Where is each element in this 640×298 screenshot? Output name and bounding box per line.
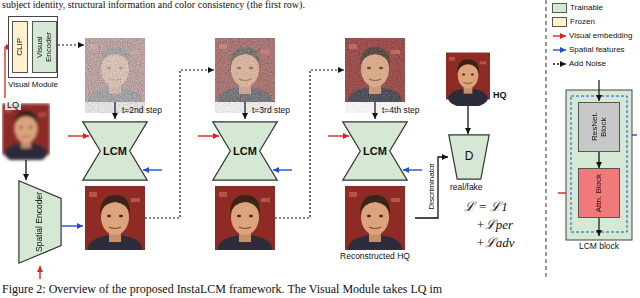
connector <box>25 160 26 180</box>
discriminator-trapezoid: D <box>448 134 490 180</box>
legend-row: Trainable <box>552 2 603 14</box>
node-text: D <box>465 150 474 164</box>
flow-arrow <box>374 102 375 119</box>
noisy-image <box>345 38 405 113</box>
legend-line-sample <box>552 45 567 55</box>
flow-arrow <box>598 218 599 236</box>
noise-arrow <box>58 44 84 45</box>
shape-fill <box>449 135 489 179</box>
node-text: Visual Encoder <box>35 23 53 71</box>
connector <box>415 157 448 218</box>
legend-row: Add Noise <box>552 58 606 70</box>
step-label: t=3rd step <box>252 106 290 116</box>
flow-arrow <box>598 80 599 101</box>
encoder-box: Visual Encoder <box>32 21 57 73</box>
connector <box>598 152 599 168</box>
block-group: LCM block ResNet. BlockAttn. Block <box>566 90 632 254</box>
node-text: HQ <box>493 90 507 100</box>
flow-arrows <box>58 45 375 218</box>
panel-separator <box>546 0 547 278</box>
spatial-arrow <box>403 169 422 170</box>
noise-arrow <box>275 70 344 218</box>
shape-fill <box>19 181 61 263</box>
flow-arrow <box>244 102 245 119</box>
embedding-arrow <box>39 266 40 279</box>
noisy-image <box>215 38 275 113</box>
legend-line-sample <box>552 31 567 41</box>
caption-fragment: subject identity, structural information… <box>2 0 305 11</box>
node-text: ResNet. Block <box>590 104 608 150</box>
spatial-arrow <box>273 169 292 170</box>
step-label: t=4th step <box>382 106 420 116</box>
block-frame <box>566 90 632 240</box>
lcm-hourglass: LCM <box>210 120 280 182</box>
legend-swatch <box>552 3 567 13</box>
legend-row: Spatial features <box>552 44 625 56</box>
spatial-arrow <box>143 169 162 170</box>
node-text: LCM <box>103 145 127 158</box>
loss-formula: +ℒadv <box>476 236 515 251</box>
legend-text: Visual embedding <box>569 31 632 40</box>
attention-box: Attn. Block <box>578 168 620 218</box>
node-text: LQ <box>5 100 21 110</box>
spatial-arrow <box>62 225 83 226</box>
noisy-image <box>85 38 145 113</box>
legend-text: Trainable <box>570 3 603 12</box>
node-text: Spatial Encoder <box>35 192 45 252</box>
node-text: Attn. Block <box>594 174 603 212</box>
resnet-box: ResNet. Block <box>578 102 620 152</box>
step-label: real/fake <box>450 183 483 193</box>
node-text: LCM <box>233 145 257 158</box>
encoder-box: CLIP <box>12 21 28 73</box>
shape-fill <box>213 122 277 180</box>
legend-swatch <box>552 17 567 27</box>
shape-fill <box>83 122 147 180</box>
loss-formula: ℒ = ℒ1 <box>464 200 508 215</box>
image-input: LQ <box>2 98 50 160</box>
connector <box>467 106 468 134</box>
node-text: Reconstructed HQ <box>335 252 415 262</box>
embedding-arrow <box>328 135 349 136</box>
image-output: Reconstructed HQ <box>335 186 415 264</box>
flow-arrow <box>114 102 115 119</box>
legend-text: Add Noise <box>569 59 606 68</box>
lcm-hourglass: LCM <box>80 120 150 182</box>
node-text: LCM <box>363 145 387 158</box>
legend-row: Visual embedding <box>552 30 632 42</box>
block-dashed-frame <box>571 96 627 232</box>
legend-arrow <box>553 35 566 36</box>
node-text: CLIP <box>15 38 24 56</box>
shape-fill <box>343 122 407 180</box>
face-images <box>2 38 490 261</box>
output-image <box>345 186 405 261</box>
module-group: Visual ModuleCLIPVisual Encoder <box>8 16 58 94</box>
legend-row: Frozen <box>552 16 595 28</box>
noise-arrow <box>145 70 214 218</box>
figure-caption: Figure 2: Overview of the proposed Insta… <box>2 283 442 297</box>
legend-text: Spatial features <box>569 45 625 54</box>
step-label: t=2nd step <box>122 106 162 116</box>
embedding-arrow <box>198 135 219 136</box>
node-text: LCM block <box>566 242 632 252</box>
node-text: Visual Module <box>2 80 64 89</box>
lcm-hourglass: LCM <box>340 120 410 182</box>
legend-line-sample <box>552 59 567 69</box>
output-image <box>215 186 275 261</box>
legend-arrow <box>553 63 566 64</box>
legend-arrow <box>553 49 566 50</box>
output-image <box>85 186 145 261</box>
legend-text: Frozen <box>570 17 595 26</box>
image-target: HQ <box>446 46 508 106</box>
embedding-arrow <box>68 135 89 136</box>
encoder-trapezoid: Spatial Encoder <box>18 180 62 264</box>
lq-image <box>2 103 50 163</box>
hq-image <box>446 53 490 108</box>
loss-formula: +ℒper <box>476 218 513 233</box>
edge-label: Discriminator <box>427 163 436 210</box>
